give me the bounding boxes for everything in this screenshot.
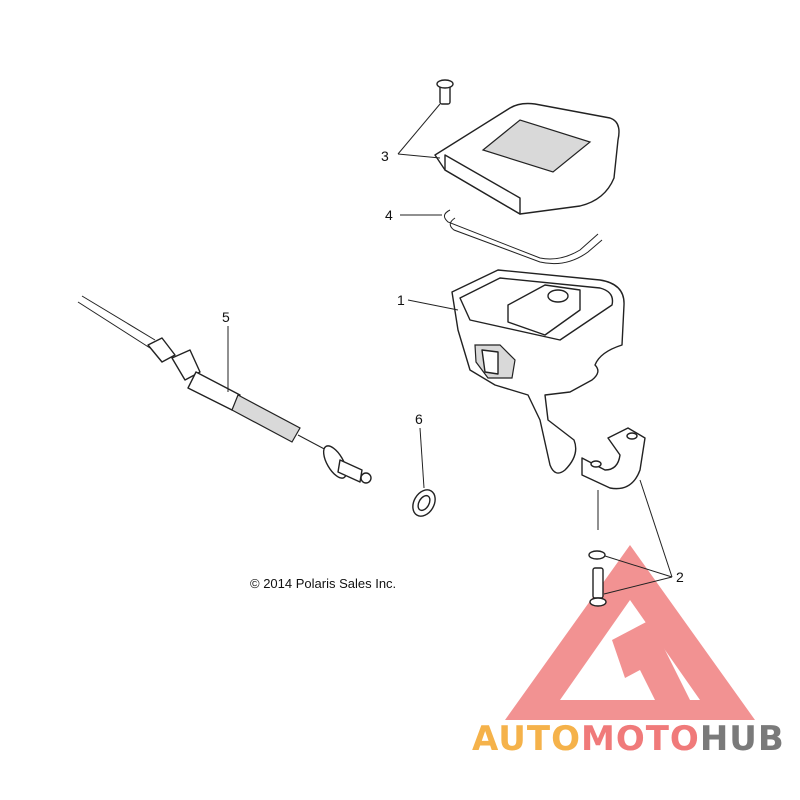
callout-4: 4 [385, 207, 393, 223]
part-2-clamp [581, 427, 646, 607]
callout-2: 2 [676, 569, 684, 585]
watermark-auto: AUTO [472, 719, 581, 759]
copyright-text: © 2014 Polaris Sales Inc. [250, 576, 396, 591]
watermark-brand-text: AUTOMOTOHUB [472, 719, 785, 759]
watermark-logo [505, 545, 755, 720]
callout-5: 5 [222, 309, 230, 325]
callout-6: 6 [415, 411, 423, 427]
part-1-master-cylinder [451, 269, 625, 474]
watermark-hub: HUB [700, 719, 785, 759]
watermark-triangle-outer [505, 545, 755, 720]
callout-1: 1 [397, 292, 405, 308]
part-5-cable [77, 295, 372, 484]
callout-3: 3 [381, 148, 389, 164]
part-6-washer [412, 489, 436, 517]
watermark-moto: MOTO [581, 719, 700, 759]
part-4-gasket [444, 209, 603, 265]
watermark-triangle-inner [612, 620, 690, 700]
leader-lines [227, 103, 673, 595]
part-3-cover [434, 79, 620, 215]
